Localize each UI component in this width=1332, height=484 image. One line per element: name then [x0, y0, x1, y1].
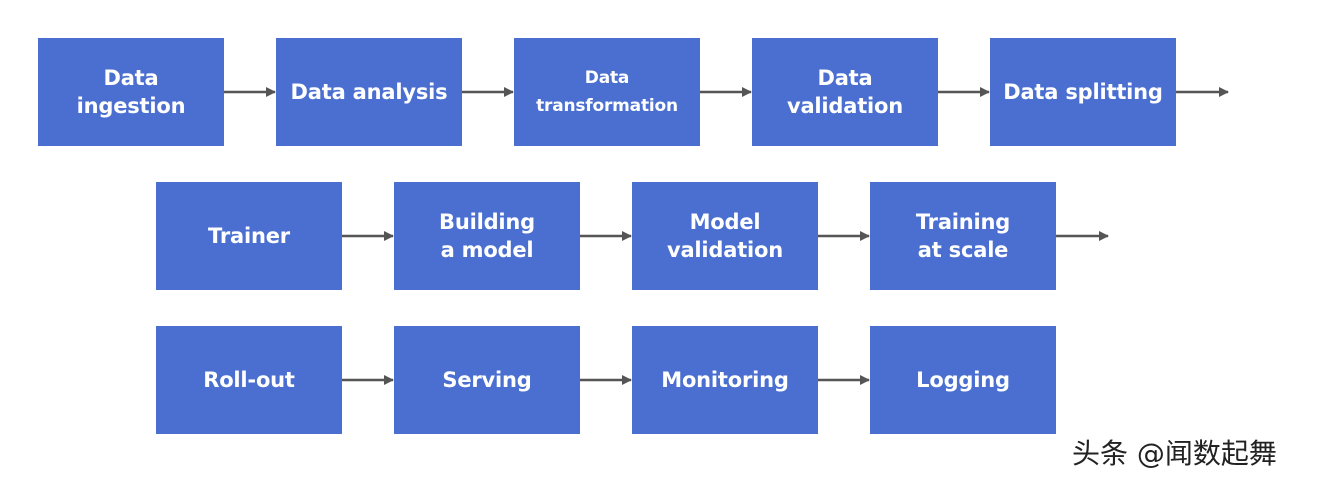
step-box-data-analysis: Data analysis — [276, 38, 462, 146]
step-box-data-validation: Data validation — [752, 38, 938, 146]
step-box-data-transformation: Data transformation — [514, 38, 700, 146]
step-box-trainer: Trainer — [156, 182, 342, 290]
step-box-serving: Serving — [394, 326, 580, 434]
step-box-training-at-scale: Training at scale — [870, 182, 1056, 290]
step-box-building-a-model: Building a model — [394, 182, 580, 290]
step-box-logging: Logging — [870, 326, 1056, 434]
step-box-model-validation: Model validation — [632, 182, 818, 290]
step-box-data-ingestion: Data ingestion — [38, 38, 224, 146]
step-box-monitoring: Monitoring — [632, 326, 818, 434]
step-box-data-splitting: Data splitting — [990, 38, 1176, 146]
watermark-text: 头条 @闻数起舞 — [1072, 437, 1277, 470]
step-box-roll-out: Roll-out — [156, 326, 342, 434]
